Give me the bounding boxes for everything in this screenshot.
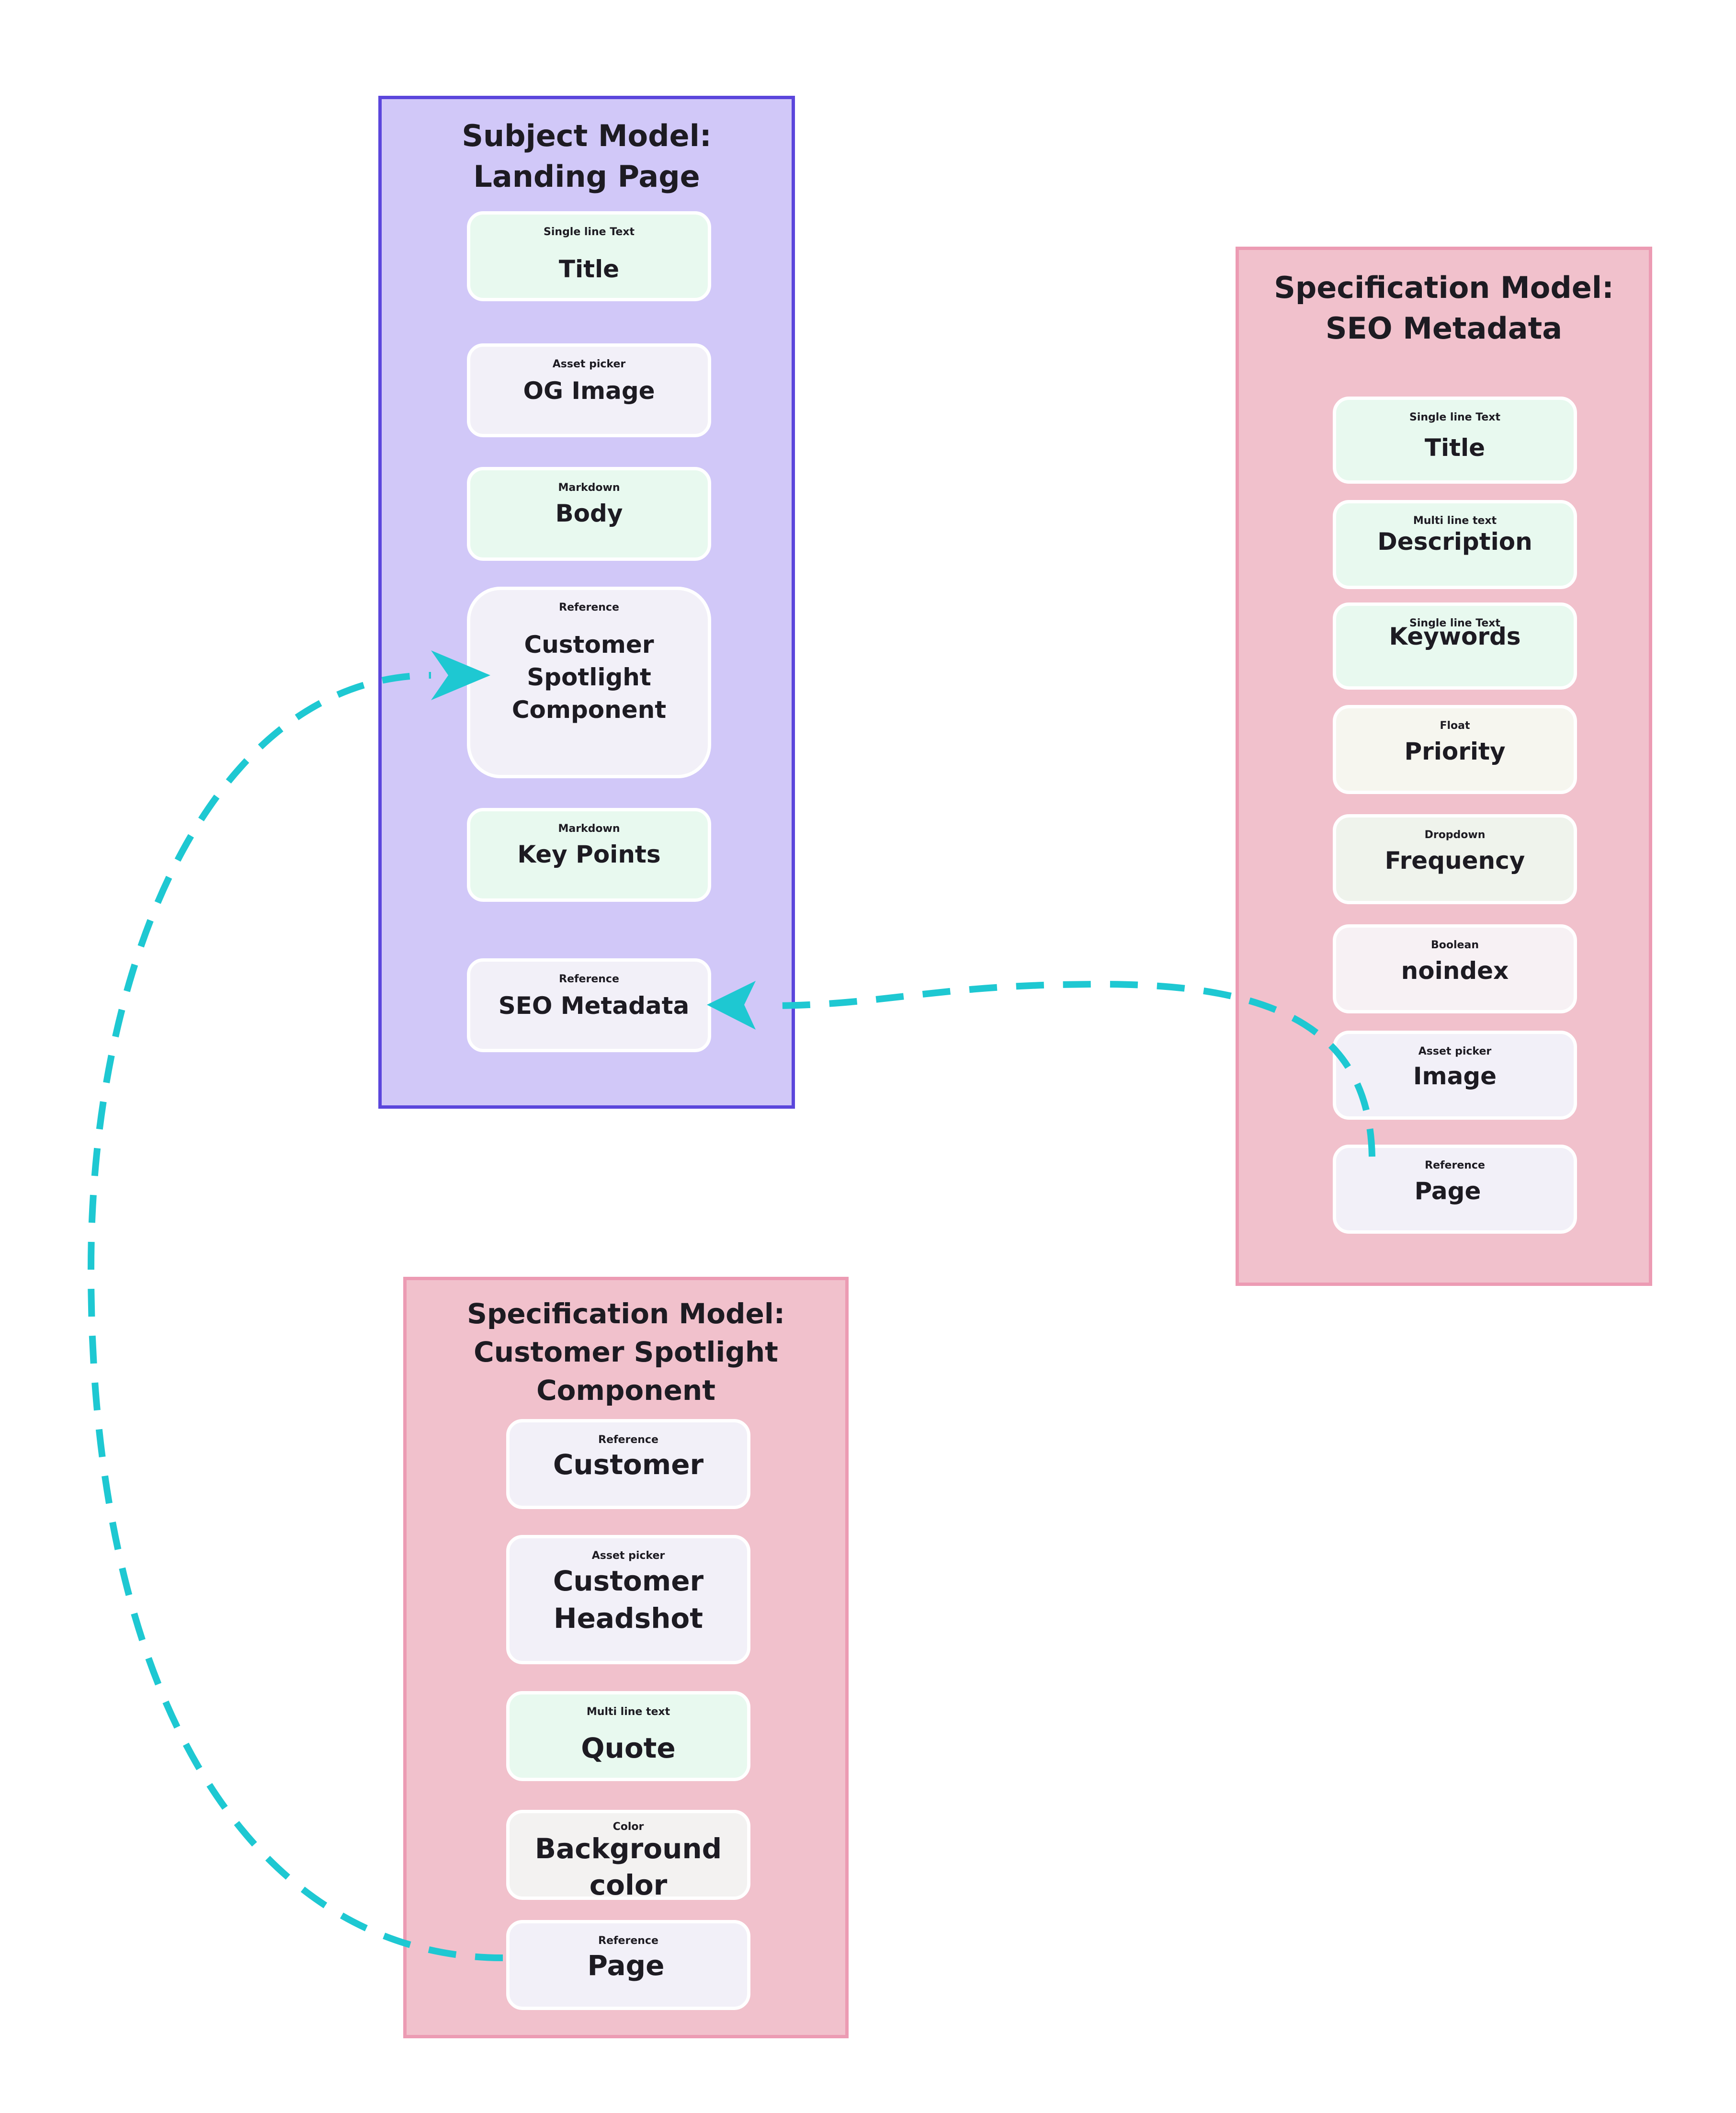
field-name: Title — [1424, 434, 1486, 462]
field-card-page[interactable]: Reference Page — [1333, 1145, 1577, 1234]
field-type-label: Color — [613, 1821, 644, 1833]
seo-model-title-line1: Specification Model: — [1274, 270, 1614, 305]
field-name-line: color — [589, 1869, 668, 1901]
arrowhead-icon — [707, 981, 756, 1030]
field-card-seo-metadata[interactable]: Reference SEO Metadata — [467, 958, 711, 1052]
field-type-label: Dropdown — [1424, 829, 1486, 841]
field-card-body[interactable]: Markdown Body — [467, 467, 711, 561]
field-type-label: Reference — [1425, 1159, 1485, 1171]
field-type-label: Asset picker — [552, 358, 626, 370]
field-card-description[interactable]: Multi line text Description — [1333, 500, 1577, 589]
field-name-line: Customer — [553, 1565, 704, 1597]
field-card-background-color[interactable]: Color Background color — [506, 1810, 750, 1903]
field-name-line: Customer — [524, 631, 654, 659]
field-name: Page — [587, 1949, 665, 1982]
field-type-label: Single line Text — [1409, 411, 1500, 423]
spotlight-model-title: Specification Model: Customer Spotlight … — [407, 1295, 845, 1409]
connector-spotlight-to-landing — [87, 672, 503, 1961]
field-card-priority[interactable]: Float Priority — [1333, 705, 1577, 794]
field-card-frequency[interactable]: Dropdown Frequency — [1333, 814, 1577, 904]
field-type-label: Reference — [598, 1935, 658, 1947]
field-name-line: Background — [534, 1832, 722, 1865]
field-card-keywords[interactable]: Single line Text Keywords — [1333, 602, 1577, 690]
field-name: OG Image — [523, 377, 655, 405]
field-type-label: Reference — [559, 973, 619, 985]
field-name: SEO Metadata — [498, 992, 690, 1020]
field-name: Quote — [581, 1732, 676, 1764]
field-card-title[interactable]: Single line Text Title — [1333, 397, 1577, 484]
field-name: Title — [558, 255, 620, 283]
field-name: Priority — [1404, 738, 1506, 765]
spotlight-model-title-line2: Customer Spotlight — [474, 1336, 778, 1368]
field-card-customer[interactable]: Reference Customer — [506, 1419, 750, 1509]
connector-seo-to-landing — [766, 980, 1375, 1157]
seo-model-title: Specification Model: SEO Metadata — [1239, 267, 1649, 349]
field-name: Image — [1413, 1062, 1497, 1090]
field-name: Customer Headshot — [510, 1562, 747, 1637]
field-card-customer-spotlight-component[interactable]: Reference Customer Spotlight Component — [467, 587, 711, 778]
field-name: Customer Spotlight Component — [470, 628, 708, 726]
subject-model-title-line1: Subject Model: — [462, 118, 712, 153]
field-name-line: Component — [511, 696, 667, 724]
field-card-image[interactable]: Asset picker Image — [1333, 1031, 1577, 1120]
seo-model-title-line2: SEO Metadata — [1325, 311, 1563, 346]
subject-model-title-line2: Landing Page — [473, 159, 700, 194]
field-card-key-points[interactable]: Markdown Key Points — [467, 808, 711, 902]
field-card-quote[interactable]: Multi line text Quote — [506, 1691, 750, 1781]
field-type-label: Asset picker — [591, 1550, 665, 1562]
field-name-line: Headshot — [554, 1602, 703, 1635]
spotlight-model-title-line3: Component — [536, 1374, 715, 1407]
field-card-customer-headshot[interactable]: Asset picker Customer Headshot — [506, 1535, 750, 1664]
field-name: Body — [555, 500, 623, 527]
field-name: Background color — [510, 1830, 747, 1903]
field-name: Page — [1414, 1177, 1481, 1205]
spec-model-customer-spotlight-component: Specification Model: Customer Spotlight … — [403, 1277, 849, 2038]
field-type-label: Markdown — [558, 482, 620, 494]
field-type-label: Reference — [598, 1434, 658, 1446]
field-type-label: Multi line text — [1413, 515, 1497, 527]
field-card-page[interactable]: Reference Page — [506, 1920, 750, 2010]
field-name: Description — [1377, 528, 1532, 556]
field-name: noindex — [1401, 957, 1509, 985]
subject-model-landing-page: Subject Model: Landing Page Single line … — [378, 96, 795, 1109]
field-card-og-image[interactable]: Asset picker OG Image — [467, 343, 711, 437]
field-name: Keywords — [1389, 623, 1521, 650]
field-type-label: Reference — [559, 602, 619, 613]
field-name-line: Spotlight — [527, 663, 651, 691]
field-type-label: Asset picker — [1418, 1045, 1492, 1057]
field-name: Frequency — [1384, 847, 1525, 875]
field-card-noindex[interactable]: Boolean noindex — [1333, 924, 1577, 1013]
field-type-label: Boolean — [1431, 939, 1479, 951]
field-card-title[interactable]: Single line Text Title — [467, 211, 711, 301]
spec-model-seo-metadata: Specification Model: SEO Metadata Single… — [1236, 247, 1652, 1286]
arrowhead-icon — [431, 650, 490, 700]
field-type-label: Single line Text — [544, 226, 635, 238]
spotlight-model-title-line1: Specification Model: — [467, 1297, 785, 1330]
field-type-label: Multi line text — [586, 1706, 670, 1718]
field-type-label: Single line Text — [1409, 617, 1500, 629]
subject-model-title: Subject Model: Landing Page — [382, 115, 792, 197]
field-name: Key Points — [517, 841, 661, 868]
field-type-label: Markdown — [558, 823, 620, 835]
field-type-label: Float — [1440, 720, 1470, 732]
field-name: Customer — [553, 1448, 704, 1481]
